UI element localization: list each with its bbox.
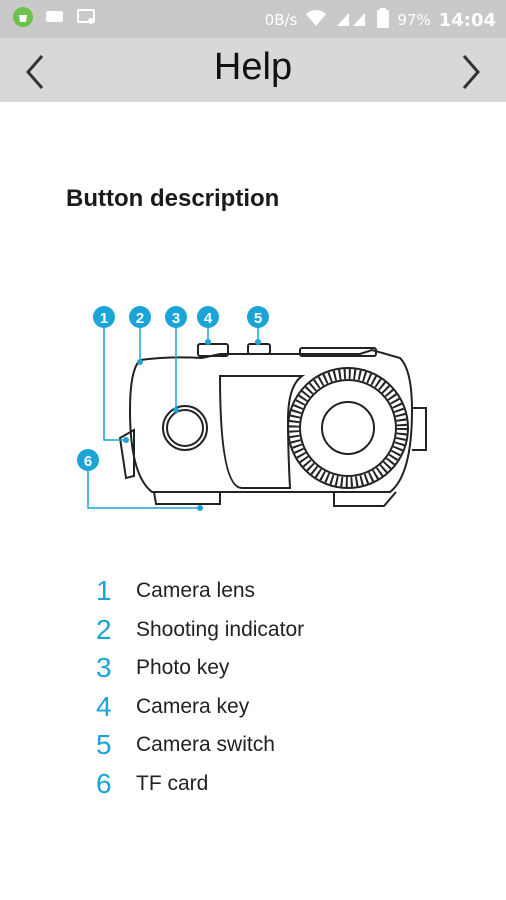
callout-6: 6 [77,449,99,471]
status-bar: 0B/s 97% 14:04 [0,0,506,38]
back-button[interactable] [18,52,54,92]
camera-diagram: 1 2 3 4 5 6 [70,300,450,530]
forward-button[interactable] [452,52,488,92]
legend-label: TF card [136,771,209,795]
svg-text:4: 4 [204,310,213,327]
legend-item-shooting-indicator: 2 Shooting indicator [96,611,304,650]
network-speed: 0B/s [264,11,298,29]
legend-label: Shooting indicator [136,617,305,641]
svg-text:1: 1 [100,310,108,327]
app-store-icon [12,6,34,32]
legend-number: 4 [96,690,112,722]
legend-item-tf-card: 6 TF card [96,765,304,804]
callout-4: 4 [197,306,219,328]
callout-1: 1 [93,306,115,328]
svg-text:3: 3 [172,310,180,327]
legend-item-camera-switch: 5 Camera switch [96,726,304,765]
legend-number: 5 [96,729,112,761]
forward-chevron-icon [462,55,480,89]
svg-text:6: 6 [84,453,92,470]
svg-text:5: 5 [254,310,262,327]
legend-label: Photo key [136,656,230,680]
battery-icon [377,8,390,32]
legend-item-camera-lens: 1 Camera lens [96,572,304,611]
battery-percent: 97% [397,11,431,29]
section-title: Button description [66,185,280,212]
legend-item-photo-key: 3 Photo key [96,649,304,688]
callout-5: 5 [247,306,269,328]
legend-number: 1 [96,575,112,607]
svg-text:2: 2 [136,310,144,327]
message-icon [44,8,66,30]
legend-item-camera-key: 4 Camera key [96,688,304,727]
legend-label: Camera lens [136,579,256,603]
page-title: Help [213,46,293,88]
screenshot-icon [76,8,98,30]
legend-number: 2 [96,613,112,645]
legend-label: Camera switch [136,733,275,757]
button-legend: 1 Camera lens 2 Shooting indicator 3 Pho… [96,572,304,803]
signal-icon [335,9,369,31]
callout-2: 2 [129,306,151,328]
legend-label: Camera key [136,694,250,718]
header-bar: Help [0,38,506,102]
callout-3: 3 [165,306,187,328]
legend-number: 3 [96,652,112,684]
back-chevron-icon [26,55,44,89]
wifi-icon [305,9,327,31]
legend-number: 6 [96,767,112,799]
clock: 14:04 [438,9,496,31]
